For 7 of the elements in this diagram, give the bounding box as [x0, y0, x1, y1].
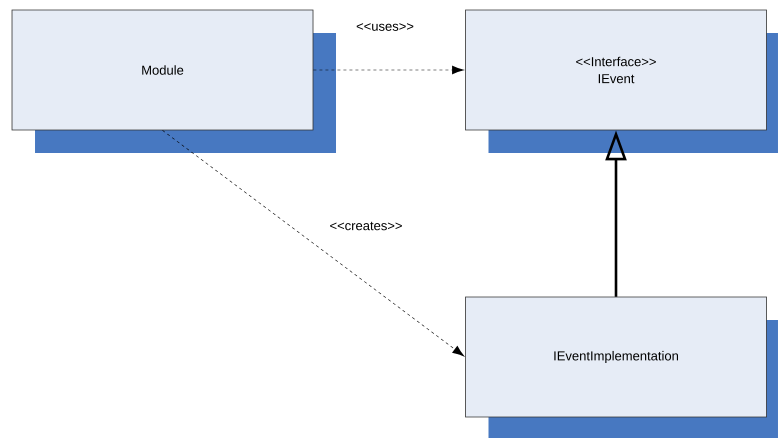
edge-label: <<uses>>: [355, 22, 415, 32]
edge-label: <<creates>>: [328, 220, 404, 232]
class-box: Module: [12, 10, 336, 153]
class-box: IEventImplementation: [465, 296, 778, 438]
class-box: <<Interface>> IEvent: [465, 10, 778, 153]
arrow: [162, 130, 464, 356]
arrow: [313, 66, 464, 74]
